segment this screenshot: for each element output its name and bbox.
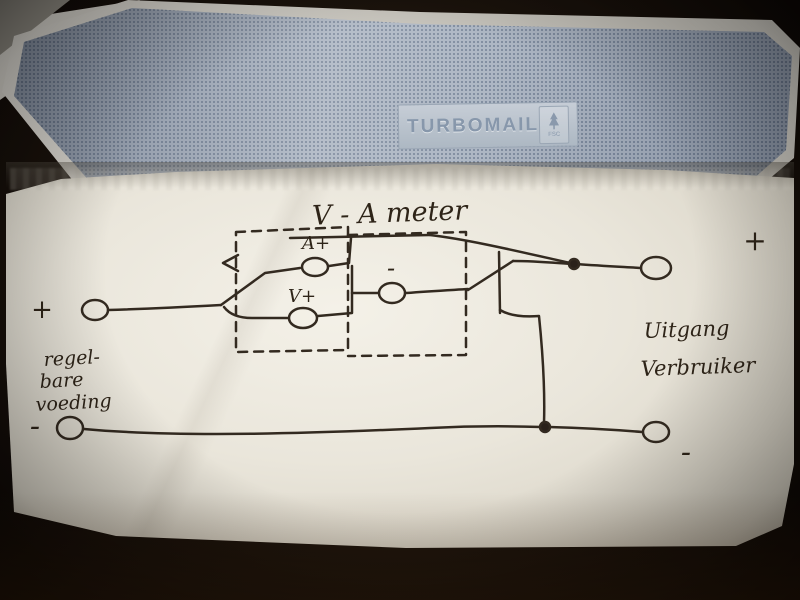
terminal-a-plus: [300, 256, 330, 278]
label-right-minus: -: [681, 435, 691, 470]
label-meter-minus: -: [387, 254, 395, 282]
caption-uitgang: Uitgang: [643, 316, 730, 343]
switch2-bar: [497, 250, 502, 315]
terminal-meter-minus: [377, 281, 407, 305]
circuit-diagram: V - A meter A+ V+ - + + - - regel- bare …: [30, 195, 767, 470]
junction-dot-top: [567, 257, 581, 271]
caption-verbruiker: Verbruiker: [640, 353, 757, 381]
label-v-plus: V+: [288, 286, 316, 307]
label-right-plus: +: [743, 224, 766, 257]
diagram-title: V - A meter: [312, 195, 470, 231]
envelope-brand-text: TURBOMAIL: [406, 113, 540, 137]
terminal-right-minus: [641, 420, 671, 444]
caption-voeding: voeding: [35, 390, 112, 416]
fsc-cert-text: FSC: [548, 131, 561, 138]
terminal-left-plus: [80, 298, 110, 322]
terminal-v-plus: [287, 306, 319, 330]
envelope-brand-label: TURBOMAIL FSC: [397, 101, 579, 150]
label-left-plus: +: [31, 295, 53, 325]
terminal-right-plus: [639, 255, 673, 281]
caption-bare: bare: [39, 369, 84, 393]
wire-branch-to-vplus: [222, 305, 290, 320]
fsc-tree-icon: FSC: [538, 105, 570, 144]
terminal-left-minus: [55, 415, 85, 441]
wire-bottom-left: [82, 425, 543, 436]
caption-regel: regel-: [43, 346, 100, 371]
wire-bottom-right: [547, 425, 644, 434]
label-a-plus: A+: [300, 233, 330, 254]
wire-junction-to-right-plus: [574, 262, 643, 270]
junction-dot-bottom: [538, 420, 552, 434]
wire-left-plus: [106, 303, 223, 312]
wire-switch2-blade: [466, 259, 515, 292]
wire-meter-minus-out: [404, 287, 470, 295]
wire-down-branch: [498, 308, 546, 425]
